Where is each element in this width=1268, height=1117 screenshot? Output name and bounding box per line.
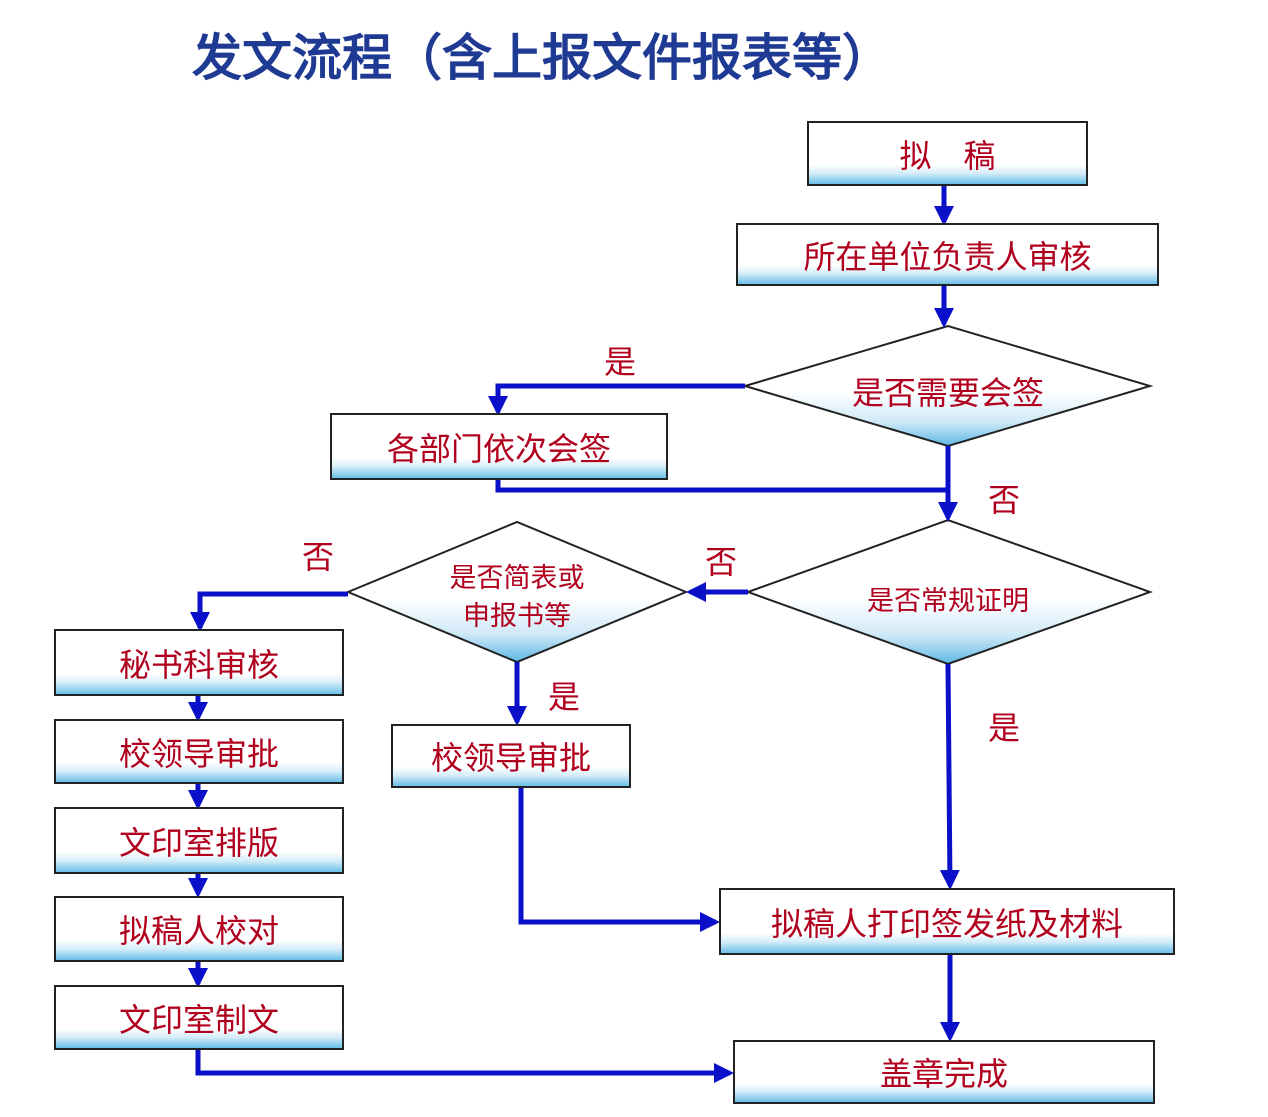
node-print-sign-label: 拟稿人打印签发纸及材料 xyxy=(770,904,1123,943)
decision-simple-label: 是否简表或 申报书等 xyxy=(400,560,634,636)
node-unit-review-label: 所在单位负责人审核 xyxy=(803,237,1092,276)
node-unit-review: 所在单位负责人审核 xyxy=(736,223,1159,286)
node-draft-label: 拟 稿 xyxy=(899,136,996,175)
arrow-routine-yes xyxy=(939,663,960,890)
arrow-leader-to-print xyxy=(518,788,720,932)
label-yes-countersign: 是 xyxy=(604,343,637,381)
decision-countersign-label: 是否需要会签 xyxy=(851,374,1044,412)
label-no-simple: 否 xyxy=(302,538,335,576)
decision-countersign-shape xyxy=(741,324,1154,448)
node-dept-countersign-label: 各部门依次会签 xyxy=(386,429,611,468)
node-leader-approval-left: 校领导审批 xyxy=(54,719,344,784)
node-print-produce-label: 文印室制文 xyxy=(118,1000,279,1039)
node-print-sign: 拟稿人打印签发纸及材料 xyxy=(719,888,1175,955)
node-secretary-review: 秘书科审核 xyxy=(54,629,344,696)
node-dept-countersign: 各部门依次会签 xyxy=(330,413,668,480)
label-yes-routine: 是 xyxy=(988,709,1021,747)
node-draft: 拟 稿 xyxy=(807,121,1088,186)
label-no-countersign: 否 xyxy=(988,481,1021,519)
node-drafter-proofread-label: 拟稿人校对 xyxy=(118,912,279,950)
decision-simple-line2: 申报书等 xyxy=(463,601,571,632)
node-print-typeset-label: 文印室排版 xyxy=(118,823,279,862)
node-leader-approval-mid-label: 校领导审批 xyxy=(430,739,591,777)
arrow-yes-to-countersign xyxy=(488,383,745,416)
label-no-routine: 否 xyxy=(705,543,738,581)
node-stamp-done-label: 盖章完成 xyxy=(879,1055,1008,1093)
node-leader-approval-left-label: 校领导审批 xyxy=(118,734,279,773)
node-secretary-review-label: 秘书科审核 xyxy=(118,645,279,684)
decision-routine-label: 是否常规证明 xyxy=(867,586,1029,617)
node-print-produce: 文印室制文 xyxy=(54,985,344,1050)
page-title: 发文流程（含上报文件报表等） xyxy=(192,29,892,87)
node-leader-approval-mid: 校领导审批 xyxy=(391,724,631,788)
line-countersign-return xyxy=(495,480,946,493)
arrow-left-to-stamp xyxy=(195,1050,734,1083)
node-drafter-proofread: 拟稿人校对 xyxy=(54,896,344,962)
decision-routine-shape xyxy=(745,518,1153,666)
node-print-typeset: 文印室排版 xyxy=(54,807,344,874)
label-yes-simple: 是 xyxy=(548,678,581,716)
node-stamp-done: 盖章完成 xyxy=(733,1040,1155,1104)
decision-simple-line1: 是否简表或 xyxy=(449,563,585,594)
arrow-simple-no xyxy=(190,591,348,632)
